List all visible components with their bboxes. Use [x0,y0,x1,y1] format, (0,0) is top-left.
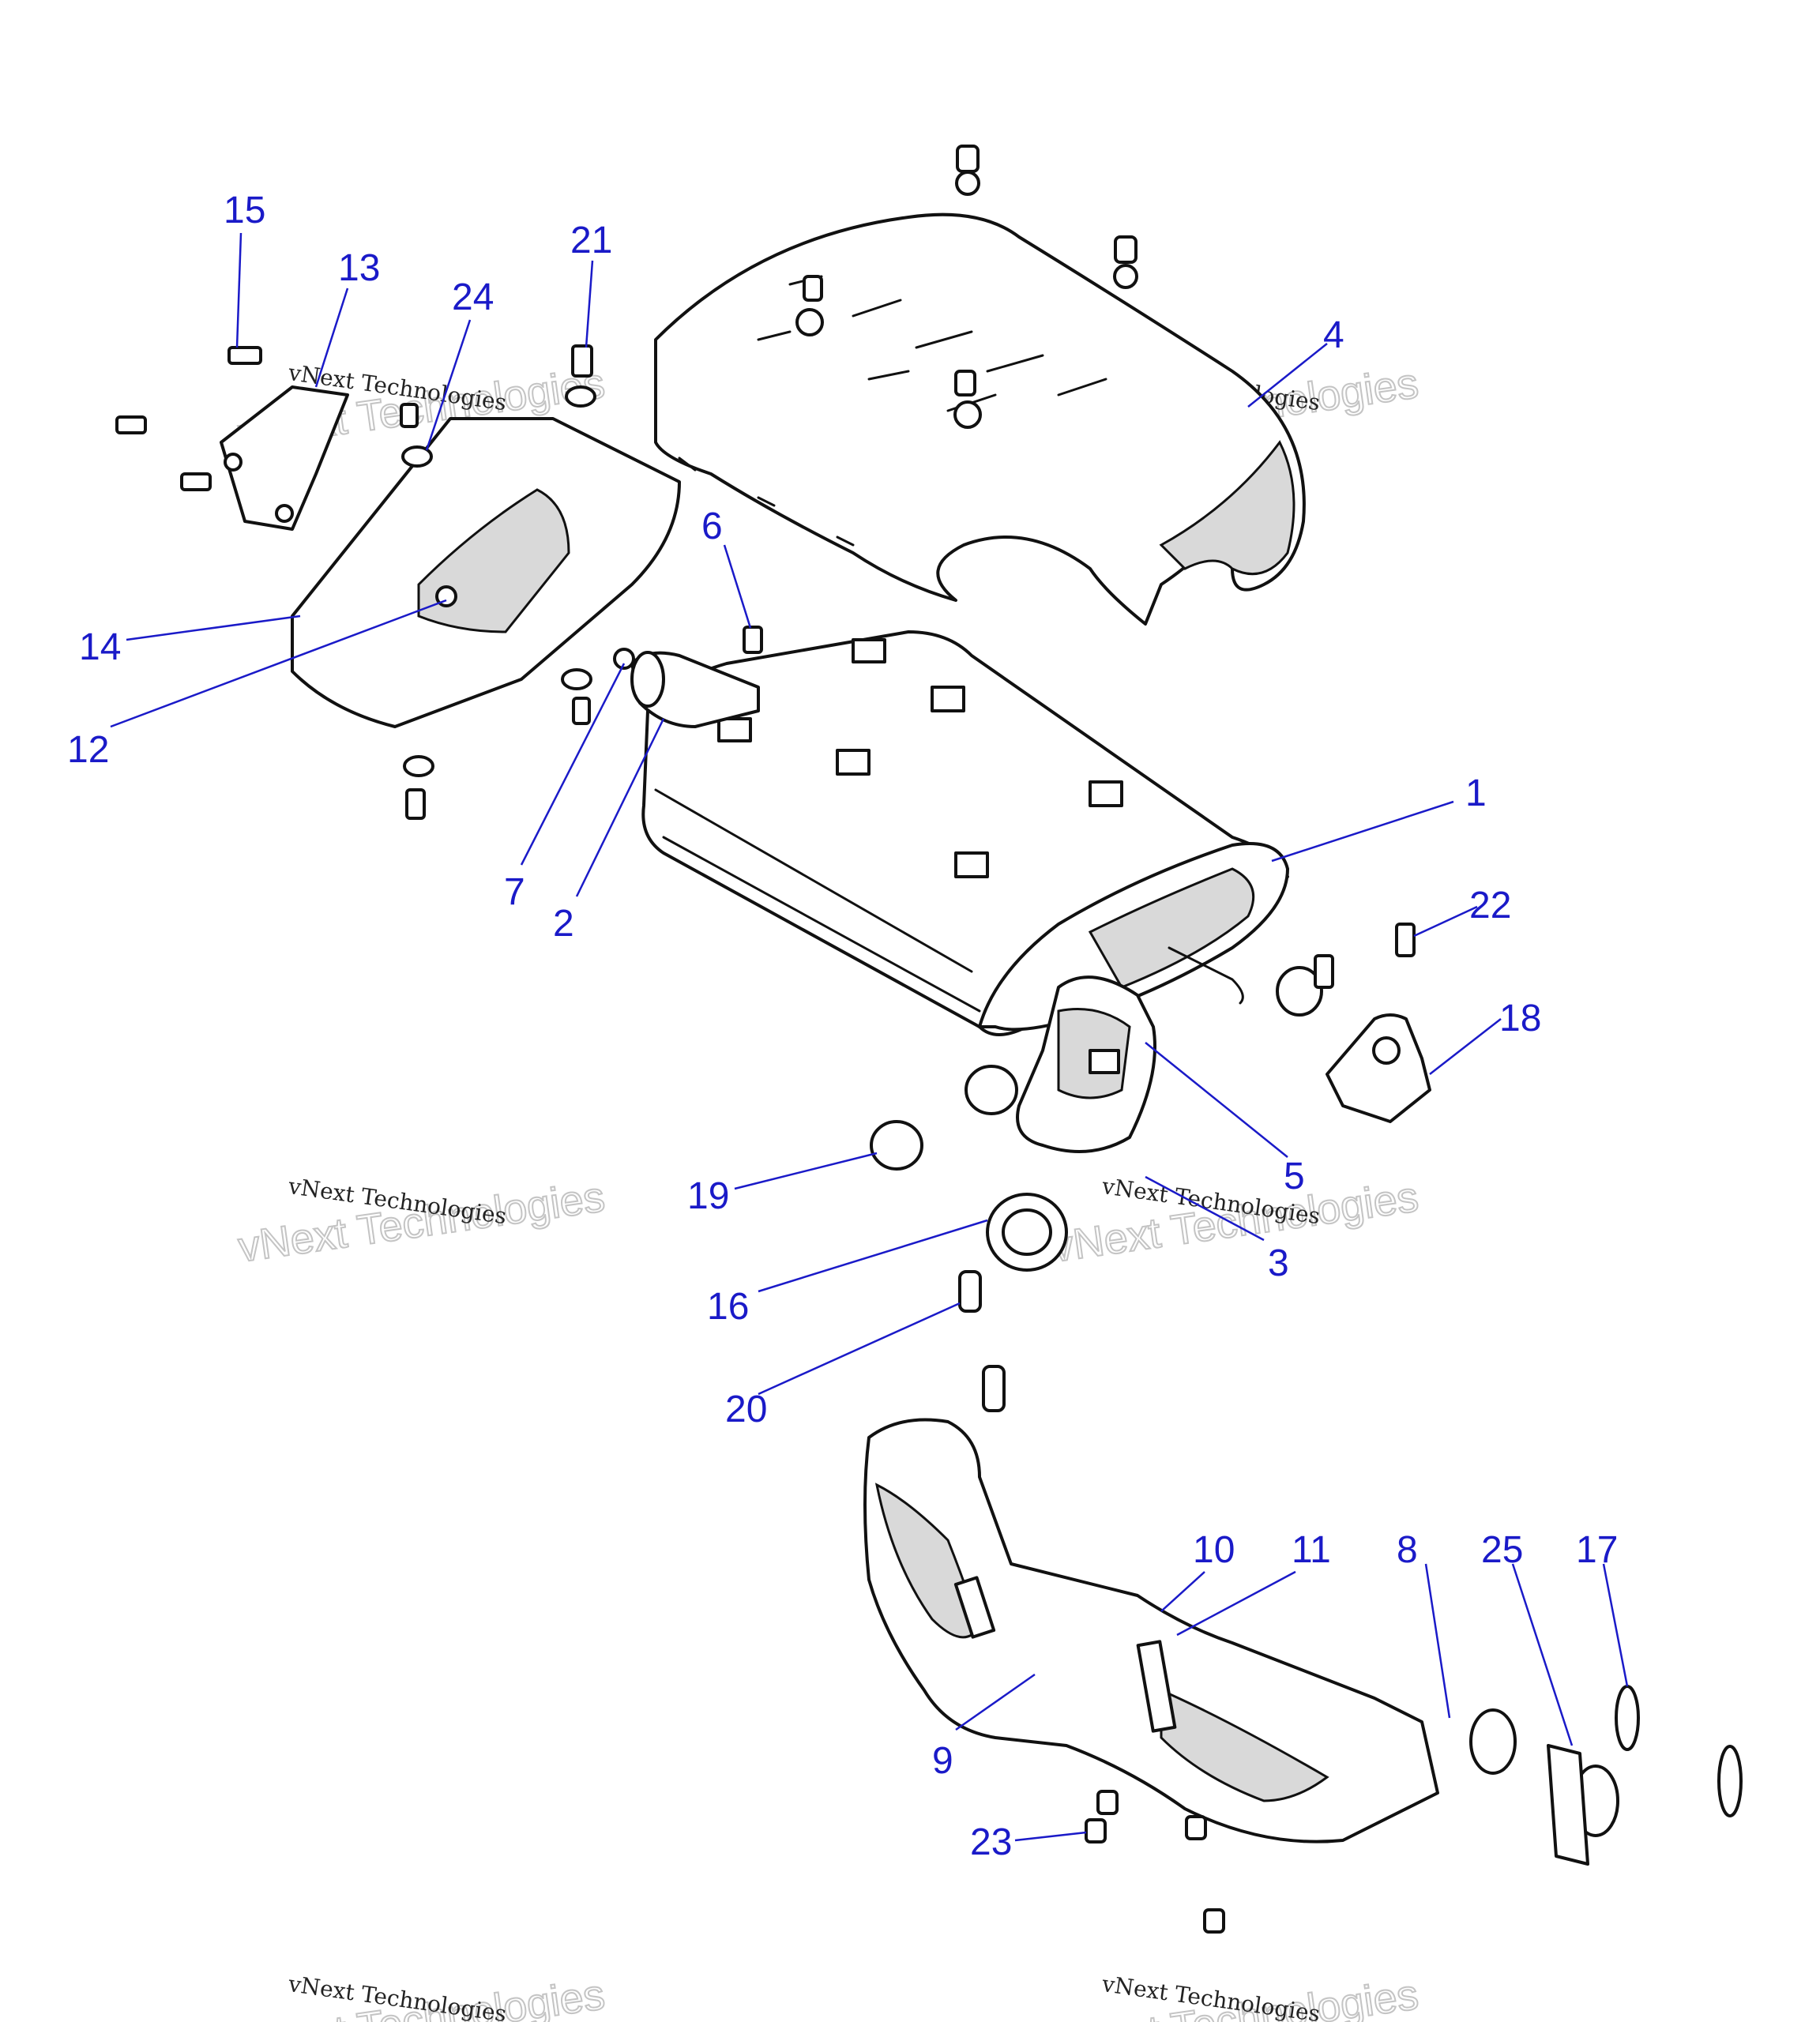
callout-12: 12 [67,729,109,771]
header-pipe [863,1418,1619,1843]
callout-1: 1 [1465,772,1487,814]
leader-line-14 [126,614,301,641]
leader-line-3 [1145,1175,1265,1242]
callouts: 1 2 3 4 5 6 7 8 9 10 11 12 13 14 15 16 1… [67,190,1618,1863]
callout-20: 20 [725,1389,767,1430]
leader-line-6 [723,544,752,629]
callout-19: 19 [687,1175,729,1217]
callout-7: 7 [504,871,525,913]
leader-line-9 [955,1673,1036,1731]
leader-line-12 [110,599,447,728]
fastener [400,344,763,820]
callout-17: 17 [1576,1529,1618,1571]
muffler-outlet-tube [1168,946,1244,1005]
outlet-cone [1016,975,1156,1153]
parts [115,145,1743,1934]
callout-15: 15 [224,190,265,231]
upper-heat-shield [654,171,1306,626]
leader-line-23 [1014,1831,1087,1842]
leader-line-17 [1602,1563,1629,1687]
leader-line-21 [585,260,594,348]
leader-line-16 [758,1219,988,1293]
leader-line-11 [1176,1570,1296,1637]
spring [958,1270,1006,1412]
callout-21: 21 [570,220,612,261]
leader-line-25 [1511,1563,1574,1746]
leader-lines [110,232,1629,1842]
small-bracket [220,385,349,531]
watermark: vNext Technologies vNext Technologies [1048,1172,1422,1272]
callout-4: 4 [1323,314,1344,356]
bolt [1314,923,1416,989]
leader-line-1 [1271,800,1454,863]
flange-gasket [1547,1685,1743,1866]
callout-10: 10 [1193,1529,1235,1571]
leader-line-10 [1160,1571,1205,1612]
callout-6: 6 [701,506,723,547]
leader-line-8 [1424,1563,1451,1719]
leader-line-13 [314,288,349,388]
callout-14: 14 [79,626,121,668]
leader-line-2 [575,718,665,897]
watermark: vNext Technologies vNext Technologies [235,1970,608,2022]
watermark: vNext Technologies vNext Technologies [1048,1970,1422,2022]
callout-24: 24 [452,276,494,318]
leader-line-22 [1413,905,1478,938]
callout-18: 18 [1499,998,1541,1039]
callout-25: 25 [1481,1529,1523,1571]
nut [1085,1790,1225,1934]
gasket-ring [986,1193,1068,1272]
rubber-grommet [870,966,1323,1171]
leader-line-15 [235,232,243,348]
callout-8: 8 [1397,1529,1418,1571]
callout-3: 3 [1268,1242,1289,1284]
muffler-bracket [717,638,1123,878]
callout-9: 9 [932,1740,953,1782]
leader-line-7 [520,663,626,866]
callout-2: 2 [553,903,574,945]
shield-bolt [803,145,1138,397]
callout-22: 22 [1469,885,1511,926]
leader-line-18 [1429,1018,1502,1075]
mounting-bracket [1326,1013,1431,1123]
bolt [115,346,262,491]
callout-16: 16 [707,1286,749,1328]
callout-23: 23 [970,1821,1012,1863]
callout-13: 13 [338,247,380,289]
leader-line-4 [1247,343,1328,408]
watermark: vNext Technologies vNext Technologies [235,1172,608,1272]
callout-11: 11 [1292,1529,1331,1571]
callout-5: 5 [1284,1156,1305,1197]
leader-line-20 [758,1302,961,1396]
leader-line-19 [734,1152,878,1190]
muffler-inlet-pipe [630,651,760,728]
leader-line-24 [425,319,472,451]
leader-line-5 [1145,1042,1288,1158]
left-heat-shield [291,417,681,728]
